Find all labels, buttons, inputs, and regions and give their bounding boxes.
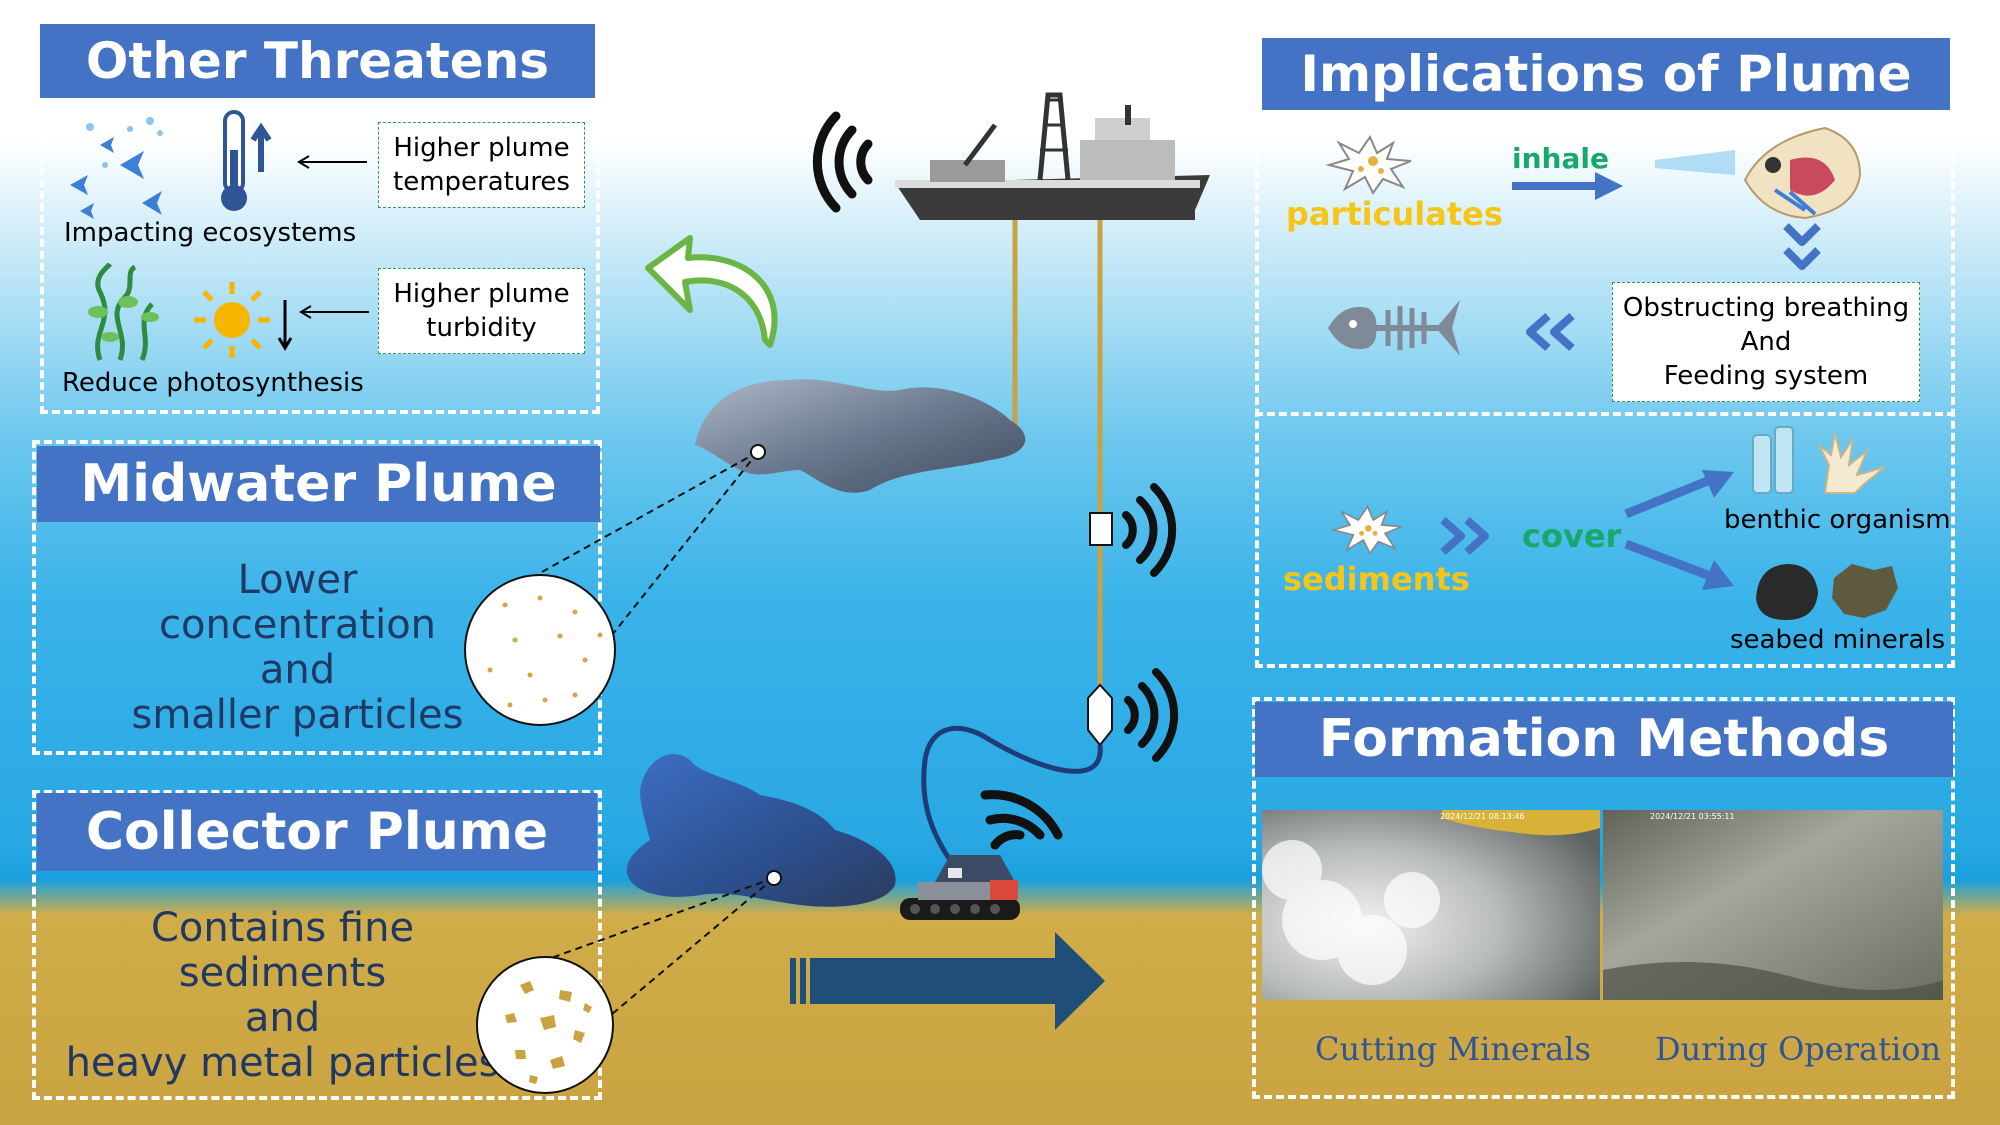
other-threatens-title: Other Threatens	[40, 24, 595, 98]
chevron-down-icon	[1783, 223, 1821, 270]
inhale-label: inhale	[1512, 142, 1609, 175]
midwater-description-line: Lower concentration	[158, 557, 437, 648]
midwater-particles-circle	[464, 574, 616, 726]
particulates-label: particulates	[1286, 195, 1503, 233]
photo-timestamp: 2024/12/21 08:13:46	[1440, 812, 1525, 821]
sediments-icon	[1330, 504, 1402, 555]
midwater-plume-panel	[32, 440, 602, 755]
nodule-icon	[1756, 564, 1898, 620]
collector-plume-title: Collector Plume	[37, 793, 597, 871]
signal-icon	[1124, 668, 1179, 762]
collector-description-line: Contains fine sediments	[150, 905, 415, 996]
collector-plume-panel	[32, 790, 602, 1100]
midwater-description-line: smaller particles	[131, 692, 464, 738]
signal-icon	[812, 111, 873, 213]
cutting-minerals-photo	[1262, 810, 1600, 1000]
transponder-icon	[1089, 512, 1113, 546]
benthic-label: benthic organism	[1724, 505, 1951, 535]
collector-plume-anchor	[766, 870, 782, 886]
collector-particles-circle	[476, 956, 614, 1094]
forward-arrow-icon	[790, 932, 1105, 1030]
cutting-minerals-caption: Cutting Minerals	[1315, 1030, 1591, 1068]
return-arrow-icon	[645, 235, 778, 348]
coral-icon	[1752, 426, 1886, 494]
turbidity-note: Higher plume turbidity	[378, 268, 585, 354]
fish-gills-icon	[1655, 126, 1862, 220]
fish-school-icon	[70, 117, 163, 219]
fish-skeleton-icon	[1328, 300, 1460, 356]
signal-icon	[980, 790, 1063, 850]
seaweed-icon	[88, 262, 159, 361]
signal-icon	[1122, 483, 1177, 577]
collector-plume-cloud	[626, 754, 896, 907]
photosynthesis-label: Reduce photosynthesis	[62, 368, 364, 398]
implications-title: Implications of Plume	[1262, 38, 1950, 110]
collector-vehicle-icon	[900, 855, 1020, 920]
cover-label: cover	[1522, 517, 1622, 555]
midwater-description-line: and	[259, 647, 336, 693]
during-operation-photo	[1603, 810, 1943, 1000]
umbilical-hose	[921, 725, 1103, 862]
split-arrows-icon	[1624, 470, 1734, 590]
minerals-label: seabed minerals	[1730, 625, 1946, 655]
implications-divider	[1255, 412, 1955, 416]
thermometer-icon	[221, 110, 272, 211]
midwater-plume-anchor	[750, 444, 766, 460]
ecosystems-label: Impacting ecosystems	[64, 218, 357, 248]
sediments-label: sediments	[1283, 560, 1470, 598]
temperature-note: Higher plume temperatures	[378, 122, 585, 208]
formation-methods-title: Formation Methods	[1255, 702, 1953, 777]
midwater-description: Lower concentration and smaller particle…	[100, 558, 495, 738]
chevron-left-icon	[1526, 313, 1575, 351]
midwater-plume-title: Midwater Plume	[37, 446, 600, 522]
particulates-icon	[1325, 134, 1412, 195]
right-arrow-icon	[1512, 172, 1623, 200]
left-arrow-icon	[297, 155, 367, 169]
obstructing-note: Obstructing breathing And Feeding system	[1612, 282, 1920, 402]
collector-zoom-lines	[539, 877, 775, 1021]
collector-description: Contains fine sediments and heavy metal …	[50, 906, 515, 1086]
left-arrow-icon	[299, 305, 369, 319]
midwater-zoom-lines	[539, 451, 759, 636]
collector-description-line: and	[244, 995, 321, 1041]
sun-icon	[194, 282, 270, 358]
midwater-plume-cloud	[695, 379, 1026, 493]
photo-timestamp: 2024/12/21 03:55:11	[1650, 812, 1735, 821]
float-icon	[1087, 683, 1113, 747]
formation-methods-panel	[1252, 697, 1955, 1099]
down-arrow-icon	[277, 300, 293, 351]
double-chevron-right-icon	[1440, 517, 1489, 555]
during-operation-caption: During Operation	[1655, 1030, 1942, 1068]
collector-description-line: heavy metal particles	[65, 1040, 500, 1086]
ship-icon	[895, 92, 1210, 220]
